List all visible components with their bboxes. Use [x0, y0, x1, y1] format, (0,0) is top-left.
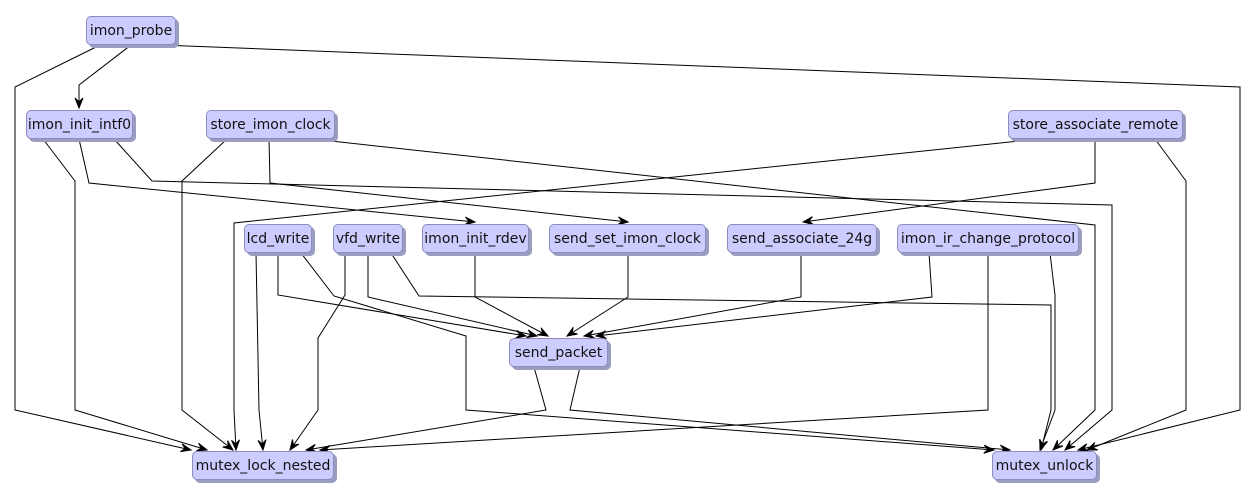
arrowhead-icon [222, 440, 235, 451]
node-lcd-write[interactable]: lcd_write [244, 224, 315, 256]
edge-imon-init-intf0-to-mutex-lock-nested [42, 138, 208, 451]
arrowhead-icon [1063, 440, 1076, 451]
node-label[interactable]: send_packet [509, 338, 608, 367]
arrowhead-icon [594, 330, 607, 340]
edge-lcd-write-to-mutex-unlock [300, 252, 995, 451]
node-imon-probe[interactable]: imon_probe [86, 16, 179, 48]
node-label[interactable]: send_set_imon_clock [549, 224, 706, 253]
edge-imon-probe-to-mutex-unlock [160, 44, 1241, 451]
edge-store-associate-remote-to-send-associate-24g [802, 139, 1096, 223]
node-label[interactable]: imon_probe [86, 16, 176, 45]
arrowhead-icon [617, 216, 630, 226]
arrowhead-icon [537, 327, 550, 337]
node-mutex-unlock[interactable]: mutex_unlock [992, 451, 1100, 483]
arrowhead-icon [1076, 443, 1089, 452]
node-store-associate-remote[interactable]: store_associate_remote [1008, 110, 1186, 142]
node-label[interactable]: mutex_unlock [992, 451, 1097, 480]
edge-vfd-write-to-mutex-lock-nested [289, 253, 346, 451]
arrowhead-icon [1052, 439, 1064, 451]
node-imon-init-intf0[interactable]: imon_init_intf0 [26, 110, 136, 142]
node-label[interactable]: mutex_lock_nested [192, 451, 334, 480]
edge-lcd-write-to-send-packet [277, 253, 527, 337]
edge-imon-init-intf0-to-imon-init-rdev [78, 138, 476, 223]
node-imon-ir-change-protocol[interactable]: imon_ir_change_protocol [897, 224, 1082, 256]
edge-imon-probe-to-imon-init-intf0 [78, 44, 132, 108]
edge-imon-ir-change-protocol-to-mutex-lock-nested [319, 253, 989, 451]
edge-vfd-write-to-send-packet [367, 253, 538, 337]
edge-store-imon-clock-to-mutex-lock-nested [181, 138, 234, 451]
arrowhead-icon [983, 444, 996, 454]
node-vfd-write[interactable]: vfd_write [333, 224, 406, 256]
node-label[interactable]: store_associate_remote [1008, 110, 1183, 139]
edge-lcd-write-to-mutex-lock-nested [255, 252, 264, 451]
arrowhead-icon [180, 443, 193, 453]
arrowhead-icon [74, 97, 84, 110]
node-send-packet[interactable]: send_packet [509, 338, 611, 370]
edge-imon-init-rdev-to-send-packet [474, 253, 549, 337]
edge-send-packet-to-mutex-unlock [569, 366, 1011, 451]
arrowhead-icon [801, 216, 814, 226]
edge-imon-ir-change-protocol-to-mutex-unlock [1039, 252, 1056, 451]
arrowhead-icon [289, 439, 300, 452]
arrowhead-icon [257, 439, 267, 452]
edge-imon-ir-change-protocol-to-send-packet [595, 252, 933, 337]
node-imon-init-rdev[interactable]: imon_init_rdev [422, 224, 532, 256]
arrowhead-icon [582, 329, 595, 339]
arrowhead-icon [464, 216, 477, 226]
node-label[interactable]: vfd_write [333, 224, 403, 253]
edge-imon-probe-to-mutex-lock-nested [14, 44, 192, 451]
arrowhead-icon [196, 442, 209, 452]
arrowhead-icon [231, 439, 240, 452]
edge-send-packet-to-mutex-lock-nested [305, 366, 547, 451]
edge-send-associate-24g-to-send-packet [583, 253, 802, 337]
edge-imon-init-intf0-to-mutex-unlock [113, 138, 1113, 451]
node-label[interactable]: store_imon_clock [206, 110, 335, 139]
edge-store-imon-clock-to-mutex-unlock [312, 138, 1096, 451]
node-mutex-lock-nested[interactable]: mutex_lock_nested [192, 451, 337, 483]
node-label[interactable]: send_associate_24g [727, 224, 877, 253]
edge-store-associate-remote-to-mutex-unlock [1086, 138, 1187, 451]
node-store-imon-clock[interactable]: store_imon_clock [206, 110, 338, 142]
node-label[interactable]: lcd_write [244, 224, 312, 253]
arrowhead-icon [1039, 439, 1048, 452]
node-label[interactable]: imon_init_rdev [422, 224, 529, 253]
arrowhead-icon [565, 326, 578, 337]
node-send-set-imon-clock[interactable]: send_set_imon_clock [549, 224, 709, 256]
edge-store-imon-clock-to-send-set-imon-clock [268, 138, 629, 223]
edge-send-set-imon-clock-to-send-packet [566, 253, 629, 337]
edge-store-associate-remote-to-mutex-lock-nested [233, 138, 1039, 451]
edge-vfd-write-to-mutex-unlock [390, 252, 1052, 451]
node-label[interactable]: imon_init_intf0 [26, 110, 133, 139]
node-label[interactable]: imon_ir_change_protocol [897, 224, 1079, 253]
node-send-associate-24g[interactable]: send_associate_24g [727, 224, 880, 256]
arrowhead-icon [526, 329, 539, 339]
arrowhead-icon [1085, 442, 1098, 451]
